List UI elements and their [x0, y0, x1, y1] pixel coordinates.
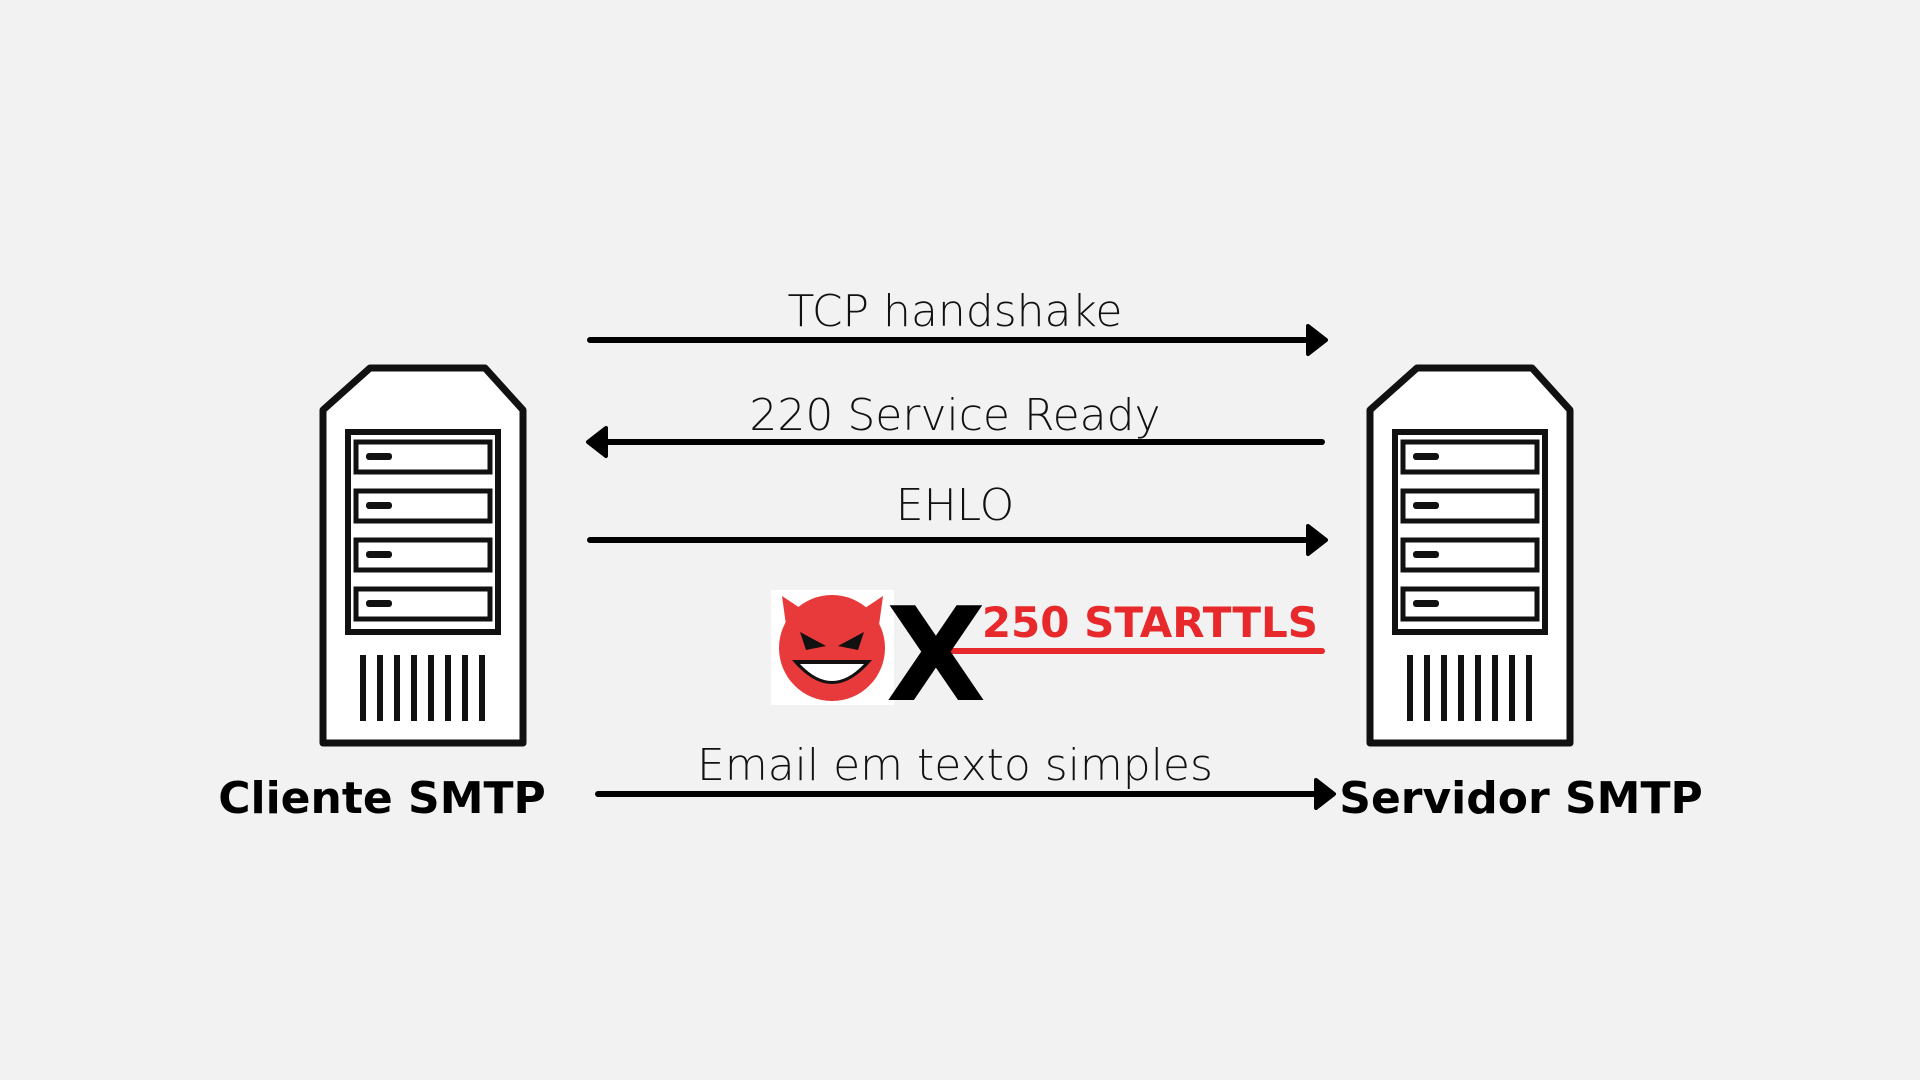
blocked-x-mark: X — [886, 579, 986, 731]
server-label: Servidor SMTP — [1339, 773, 1702, 824]
client-label: Cliente SMTP — [218, 773, 546, 824]
message-label-starttls: 250 STARTTLS — [982, 598, 1318, 647]
server-server-icon — [1370, 368, 1570, 743]
arrowhead-left-icon — [586, 426, 608, 458]
arrowhead-right-icon — [1314, 778, 1336, 810]
message-label-service-ready: 220 Service Ready — [749, 390, 1160, 441]
message-label-tcp-handshake: TCP handshake — [788, 286, 1123, 337]
arrowhead-right-icon — [1306, 324, 1328, 356]
message-label-plaintext-email: Email em texto simples — [697, 740, 1213, 791]
client-server-icon — [323, 368, 523, 743]
arrowhead-right-icon — [1306, 524, 1328, 556]
message-label-ehlo: EHLO — [896, 480, 1014, 531]
devil-face-icon — [771, 590, 894, 705]
